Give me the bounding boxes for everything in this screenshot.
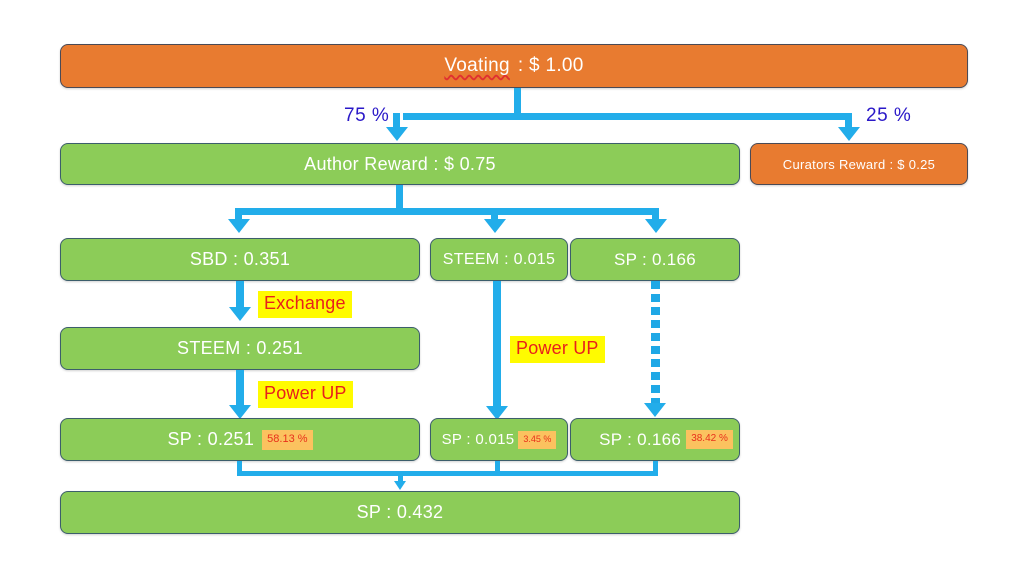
arrowhead-to-steem	[484, 219, 506, 233]
node-sp-result-3: SP : 0.166 38.42 %	[570, 418, 740, 461]
annotation-power-up-mid: Power UP	[510, 336, 605, 363]
split-percent-right: 25 %	[866, 105, 912, 126]
node-sp-result-3-label: SP : 0.166 38.42 %	[599, 430, 733, 450]
connector-sbd-to-steem	[236, 281, 244, 309]
node-sp-result-1-value: SP : 0.251	[167, 429, 255, 449]
node-author-reward: Author Reward : $ 0.75	[60, 143, 740, 185]
node-sp-total-label: SP : 0.432	[356, 502, 444, 522]
arrowhead-to-total	[394, 481, 406, 490]
node-author-reward-label: Author Reward : $ 0.75	[304, 153, 496, 174]
annotation-power-up-left: Power UP	[258, 381, 353, 408]
connector-steem-converted-to-sp	[236, 370, 244, 408]
misspelled-word: Voating	[444, 55, 510, 76]
node-steem-converted: STEEM : 0.251	[60, 327, 420, 370]
connector-author-stem	[396, 185, 403, 215]
arrowhead-to-curators	[838, 127, 860, 141]
node-sp-result-3-value: SP : 0.166	[599, 429, 682, 449]
connector-voting-stem	[514, 88, 521, 119]
node-sp-direct: SP : 0.166	[570, 238, 740, 281]
arrowhead-steem-converted-to-sp	[229, 405, 251, 419]
arrowhead-to-sp	[645, 219, 667, 233]
annotation-exchange: Exchange	[258, 291, 352, 318]
node-steem-direct-label: STEEM : 0.015	[442, 250, 556, 268]
node-sp-result-2-label: SP : 0.015 3.45 %	[441, 430, 557, 449]
arrowhead-sbd-to-steem	[229, 307, 251, 321]
arrowhead-sp-to-sp	[644, 403, 666, 417]
arrowhead-steem-to-sp	[486, 406, 508, 420]
node-sp-result-2-value: SP : 0.015	[441, 431, 515, 448]
connector-voting-to-author	[393, 113, 400, 129]
connector-author-split-bar	[235, 208, 659, 215]
status-badge-sp-3: 38.42 %	[686, 430, 733, 449]
node-curators-reward-label: Curators Reward : $ 0.25	[782, 156, 936, 172]
connector-merge-to-total	[398, 471, 403, 482]
connector-steem-to-sp	[493, 281, 501, 409]
status-badge-sp-2: 3.45 %	[518, 430, 557, 449]
node-voting: Voating : $ 1.00	[60, 44, 968, 88]
node-voting-value: : $ 1.00	[517, 55, 584, 76]
status-badge-sp-1: 58.13 %	[262, 429, 313, 450]
node-curators-reward: Curators Reward : $ 0.25	[750, 143, 968, 185]
connector-voting-to-curators	[845, 113, 852, 129]
arrowhead-to-sbd	[228, 219, 250, 233]
node-voting-label: Voating : $ 1.00	[444, 55, 583, 77]
node-steem-direct: STEEM : 0.015	[430, 238, 568, 281]
connector-author-to-sp	[652, 208, 659, 221]
connector-merge-bar	[237, 471, 658, 476]
connector-sp-to-sp-dotted	[651, 281, 660, 403]
arrowhead-to-author	[386, 127, 408, 141]
split-percent-left: 75 %	[344, 105, 390, 126]
connector-merge-stub-2	[495, 461, 500, 475]
node-sp-direct-label: SP : 0.166	[613, 249, 697, 269]
node-sp-result-2: SP : 0.015 3.45 %	[430, 418, 568, 461]
connector-merge-stub-3	[653, 461, 658, 475]
node-sp-result-1-label: SP : 0.251 58.13 %	[167, 429, 313, 450]
connector-author-to-sbd	[235, 208, 242, 221]
node-steem-converted-label: STEEM : 0.251	[177, 338, 303, 358]
connector-merge-stub-1	[237, 461, 242, 475]
node-sp-total: SP : 0.432	[60, 491, 740, 534]
node-sbd-label: SBD : 0.351	[189, 249, 291, 269]
connector-voting-split-bar	[403, 113, 851, 120]
node-sbd: SBD : 0.351	[60, 238, 420, 281]
node-sp-result-1: SP : 0.251 58.13 %	[60, 418, 420, 461]
connector-author-to-steem	[491, 208, 498, 221]
